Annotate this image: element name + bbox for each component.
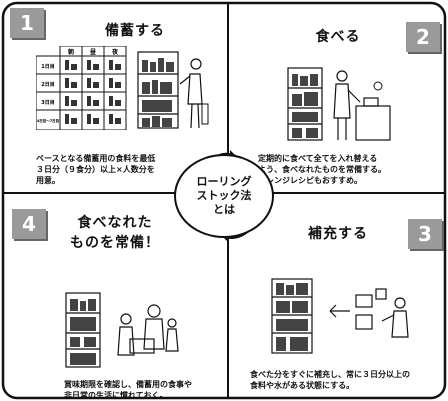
step-3-caption-line: 食料や水がある状態にする。 bbox=[250, 381, 355, 390]
stock-table-row-day2: 2日目 bbox=[41, 81, 54, 88]
step-2-badge: 2 bbox=[406, 22, 440, 52]
step-1-badge: 1 bbox=[10, 8, 44, 38]
step-1-caption-line: ３日分（９食分）以上×人数分を bbox=[36, 165, 155, 174]
step-4-caption: 賞味期限を確認し、備蓄用の食事や 非日常の生活に慣れておく。 bbox=[64, 379, 228, 401]
food-icon bbox=[65, 60, 121, 124]
step-1-caption-line: 用意。 bbox=[36, 176, 60, 185]
step-4-panel: 4 食べなれた ものを常備！ 賞味期限を確認し、備蓄用の食事や 非日常の生活に慣… bbox=[0, 193, 228, 401]
stock-table-header-night: 夜 bbox=[111, 48, 119, 56]
stock-table-grid: 朝 昼 夜 1日目 2日目 3日目 4日目〜7日目 bbox=[35, 45, 127, 131]
stock-table-header-morning: 朝 bbox=[68, 48, 74, 56]
step-3-caption-line: 食べた分をすぐに補充し、常に３日分以上の bbox=[250, 370, 410, 379]
step-3-title: 補充する bbox=[308, 226, 368, 242]
center-circle: ローリング ストック法 とは bbox=[174, 154, 274, 238]
eating-person-illustration bbox=[287, 67, 391, 141]
step-4-badge: 4 bbox=[12, 209, 46, 239]
step-3-panel: 3 補充する 食べた分をすぐに補充し、常に３日分以上の 食料や水がある状態にする… bbox=[228, 193, 448, 401]
step-1-panel: 1 備蓄する bbox=[0, 0, 228, 193]
stock-table-row-day3: 3日目 bbox=[41, 99, 54, 106]
step-1-caption: ベースとなる備蓄用の食料を最低 ３日分（９食分）以上×人数分を 用意。 bbox=[36, 153, 222, 186]
step-2-caption-line: アレンジレシピもおすすめ。 bbox=[258, 176, 362, 185]
step-2-title: 食べる bbox=[315, 29, 361, 45]
step-2-caption-line: 定期的に食べて全てを入れ替える bbox=[258, 154, 378, 163]
restock-illustration bbox=[271, 278, 409, 354]
step-2-caption: 定期的に食べて全てを入れ替える よう、食べなれたものを常備する。 アレンジレシピ… bbox=[258, 153, 448, 186]
step-4-caption-line: 賞味期限を確認し、備蓄用の食事や bbox=[64, 380, 192, 389]
step-2-caption-line: よう、食べなれたものを常備する。 bbox=[258, 165, 386, 174]
step-4-title: 食べなれた ものを常備！ bbox=[60, 213, 170, 253]
step-3-caption: 食べた分をすぐに補充し、常に３日分以上の 食料や水がある状態にする。 bbox=[250, 369, 446, 391]
center-label-line: ストック法 bbox=[196, 189, 252, 202]
shelf-person-illustration bbox=[137, 51, 209, 129]
step-2-panel: 2 食べる 定期的に食べて全てを入れ替える よう、食べなれたものを常備する。 bbox=[228, 0, 448, 193]
step-4-title-line: 食べなれた bbox=[77, 215, 153, 231]
family-shelf-illustration bbox=[65, 292, 179, 368]
step-4-caption-line: 非日常の生活に慣れておく。 bbox=[64, 391, 168, 400]
step-4-title-line: ものを常備！ bbox=[70, 235, 160, 251]
center-label-line: ローリング bbox=[196, 175, 252, 188]
step-3-badge: 3 bbox=[408, 219, 442, 249]
center-label-line: とは bbox=[213, 203, 235, 216]
step-1-caption-line: ベースとなる備蓄用の食料を最低 bbox=[36, 154, 156, 163]
stock-table-row-day4-7: 4日目〜7日目 bbox=[37, 118, 59, 123]
stock-table-row-day1: 1日目 bbox=[41, 63, 54, 70]
stock-table-header-noon: 昼 bbox=[90, 48, 96, 56]
step-1-title: 備蓄する bbox=[105, 23, 165, 39]
stock-table: 朝 昼 夜 1日目 2日目 3日目 4日目〜7日目 bbox=[35, 45, 132, 134]
